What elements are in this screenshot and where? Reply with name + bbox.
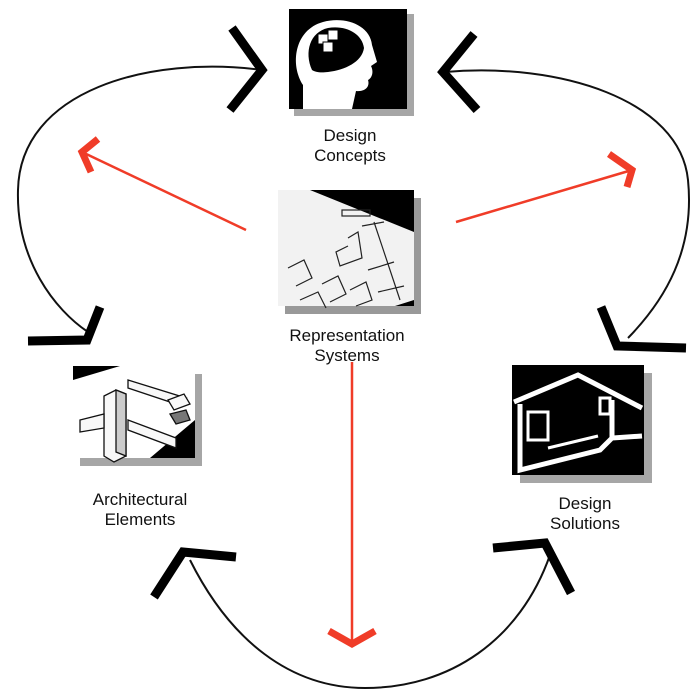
cycle-curve-concepts-to-elements: [16, 65, 263, 333]
architectural-elements-label-line2: Elements: [104, 510, 176, 529]
representation-systems-label: Representation Systems: [262, 326, 432, 366]
red-arrowhead-down: [327, 627, 377, 649]
chevron-solutions-top: [596, 305, 687, 353]
representation-systems-label-line1: Representation: [289, 326, 405, 345]
architectural-elements-label-line1: Architectural: [92, 490, 188, 509]
chevron-elements-top: [27, 305, 105, 346]
design-concepts-label-line1: Design: [323, 126, 377, 145]
house-elevation-icon: [513, 372, 644, 474]
chevron-concepts-right: [437, 31, 481, 114]
wall-and-column-model-icon: [73, 366, 195, 463]
red-arrow-line-left: [81, 150, 247, 232]
representation-systems-tile: [278, 190, 421, 314]
design-concepts-tile: [289, 9, 414, 116]
chevron-concepts-left: [226, 25, 268, 113]
design-concepts-label-line2: Concepts: [314, 146, 386, 165]
red-arrowhead-right: [607, 151, 637, 188]
cycle-curve-concepts-to-solutions: [444, 69, 690, 339]
chevron-solutions-bottom: [492, 538, 575, 596]
design-solutions-label-line2: Solutions: [550, 514, 620, 533]
architectural-elements-label: Architectural Elements: [70, 490, 210, 530]
red-arrowhead-left: [77, 136, 101, 174]
design-concepts-label: Design Concepts: [290, 126, 410, 166]
design-solutions-label-line1: Design: [558, 494, 612, 513]
cycle-curve-elements-to-solutions: [189, 554, 551, 690]
representation-systems-label-line2: Systems: [314, 346, 380, 365]
design-solutions-label: Design Solutions: [520, 494, 650, 534]
head-with-cubes-icon: [295, 20, 377, 109]
architectural-elements-tile: [73, 366, 202, 466]
design-solutions-tile: [512, 365, 652, 483]
red-arrow-line-right: [455, 168, 633, 224]
floor-plan-drawing-icon: [278, 190, 414, 309]
chevron-elements-bottom: [150, 547, 237, 600]
